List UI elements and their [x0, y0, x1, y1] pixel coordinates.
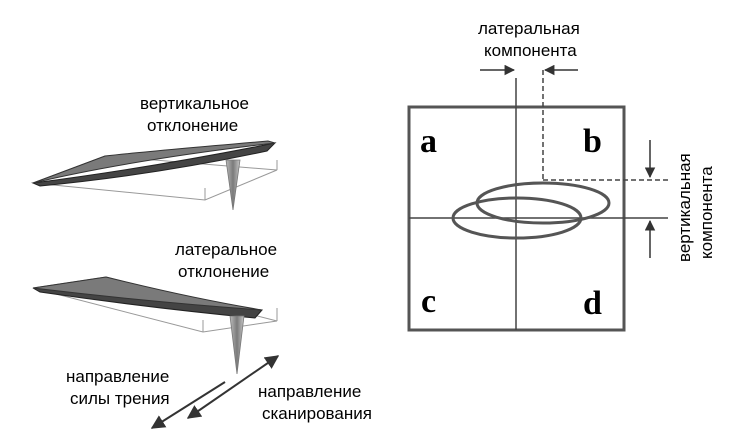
cantilever-vertical-deflection: [31, 140, 278, 211]
label-lateral-component-1: латеральная: [478, 19, 580, 38]
label-scan-direction-1: направление: [258, 382, 361, 401]
label-friction-direction-1: направление: [66, 367, 169, 386]
quadrant-a: a: [420, 123, 437, 160]
label-vertical-deflection-1: вертикальное: [140, 94, 249, 113]
label-lateral-deflection-2: отклонение: [178, 262, 269, 281]
label-vertical-component-1: вертикальная: [675, 153, 694, 262]
label-vertical-deflection-2: отклонение: [147, 116, 238, 135]
label-scan-direction-2: сканирования: [262, 404, 372, 423]
label-lateral-component-2: компонента: [484, 41, 577, 60]
cantilever-lateral-deflection: [32, 276, 278, 375]
quadrant-d: d: [583, 285, 602, 322]
label-lateral-deflection-1: латеральное: [175, 240, 277, 259]
quadrant-b: b: [583, 123, 602, 160]
scan-direction-arrow: [186, 355, 280, 419]
label-vertical-component-2: компонента: [697, 166, 716, 259]
quadrant-c: c: [421, 283, 436, 320]
label-friction-direction-2: силы трения: [70, 389, 170, 408]
photodetector: a b c d: [407, 64, 668, 332]
laser-spot-displaced: [475, 181, 611, 225]
